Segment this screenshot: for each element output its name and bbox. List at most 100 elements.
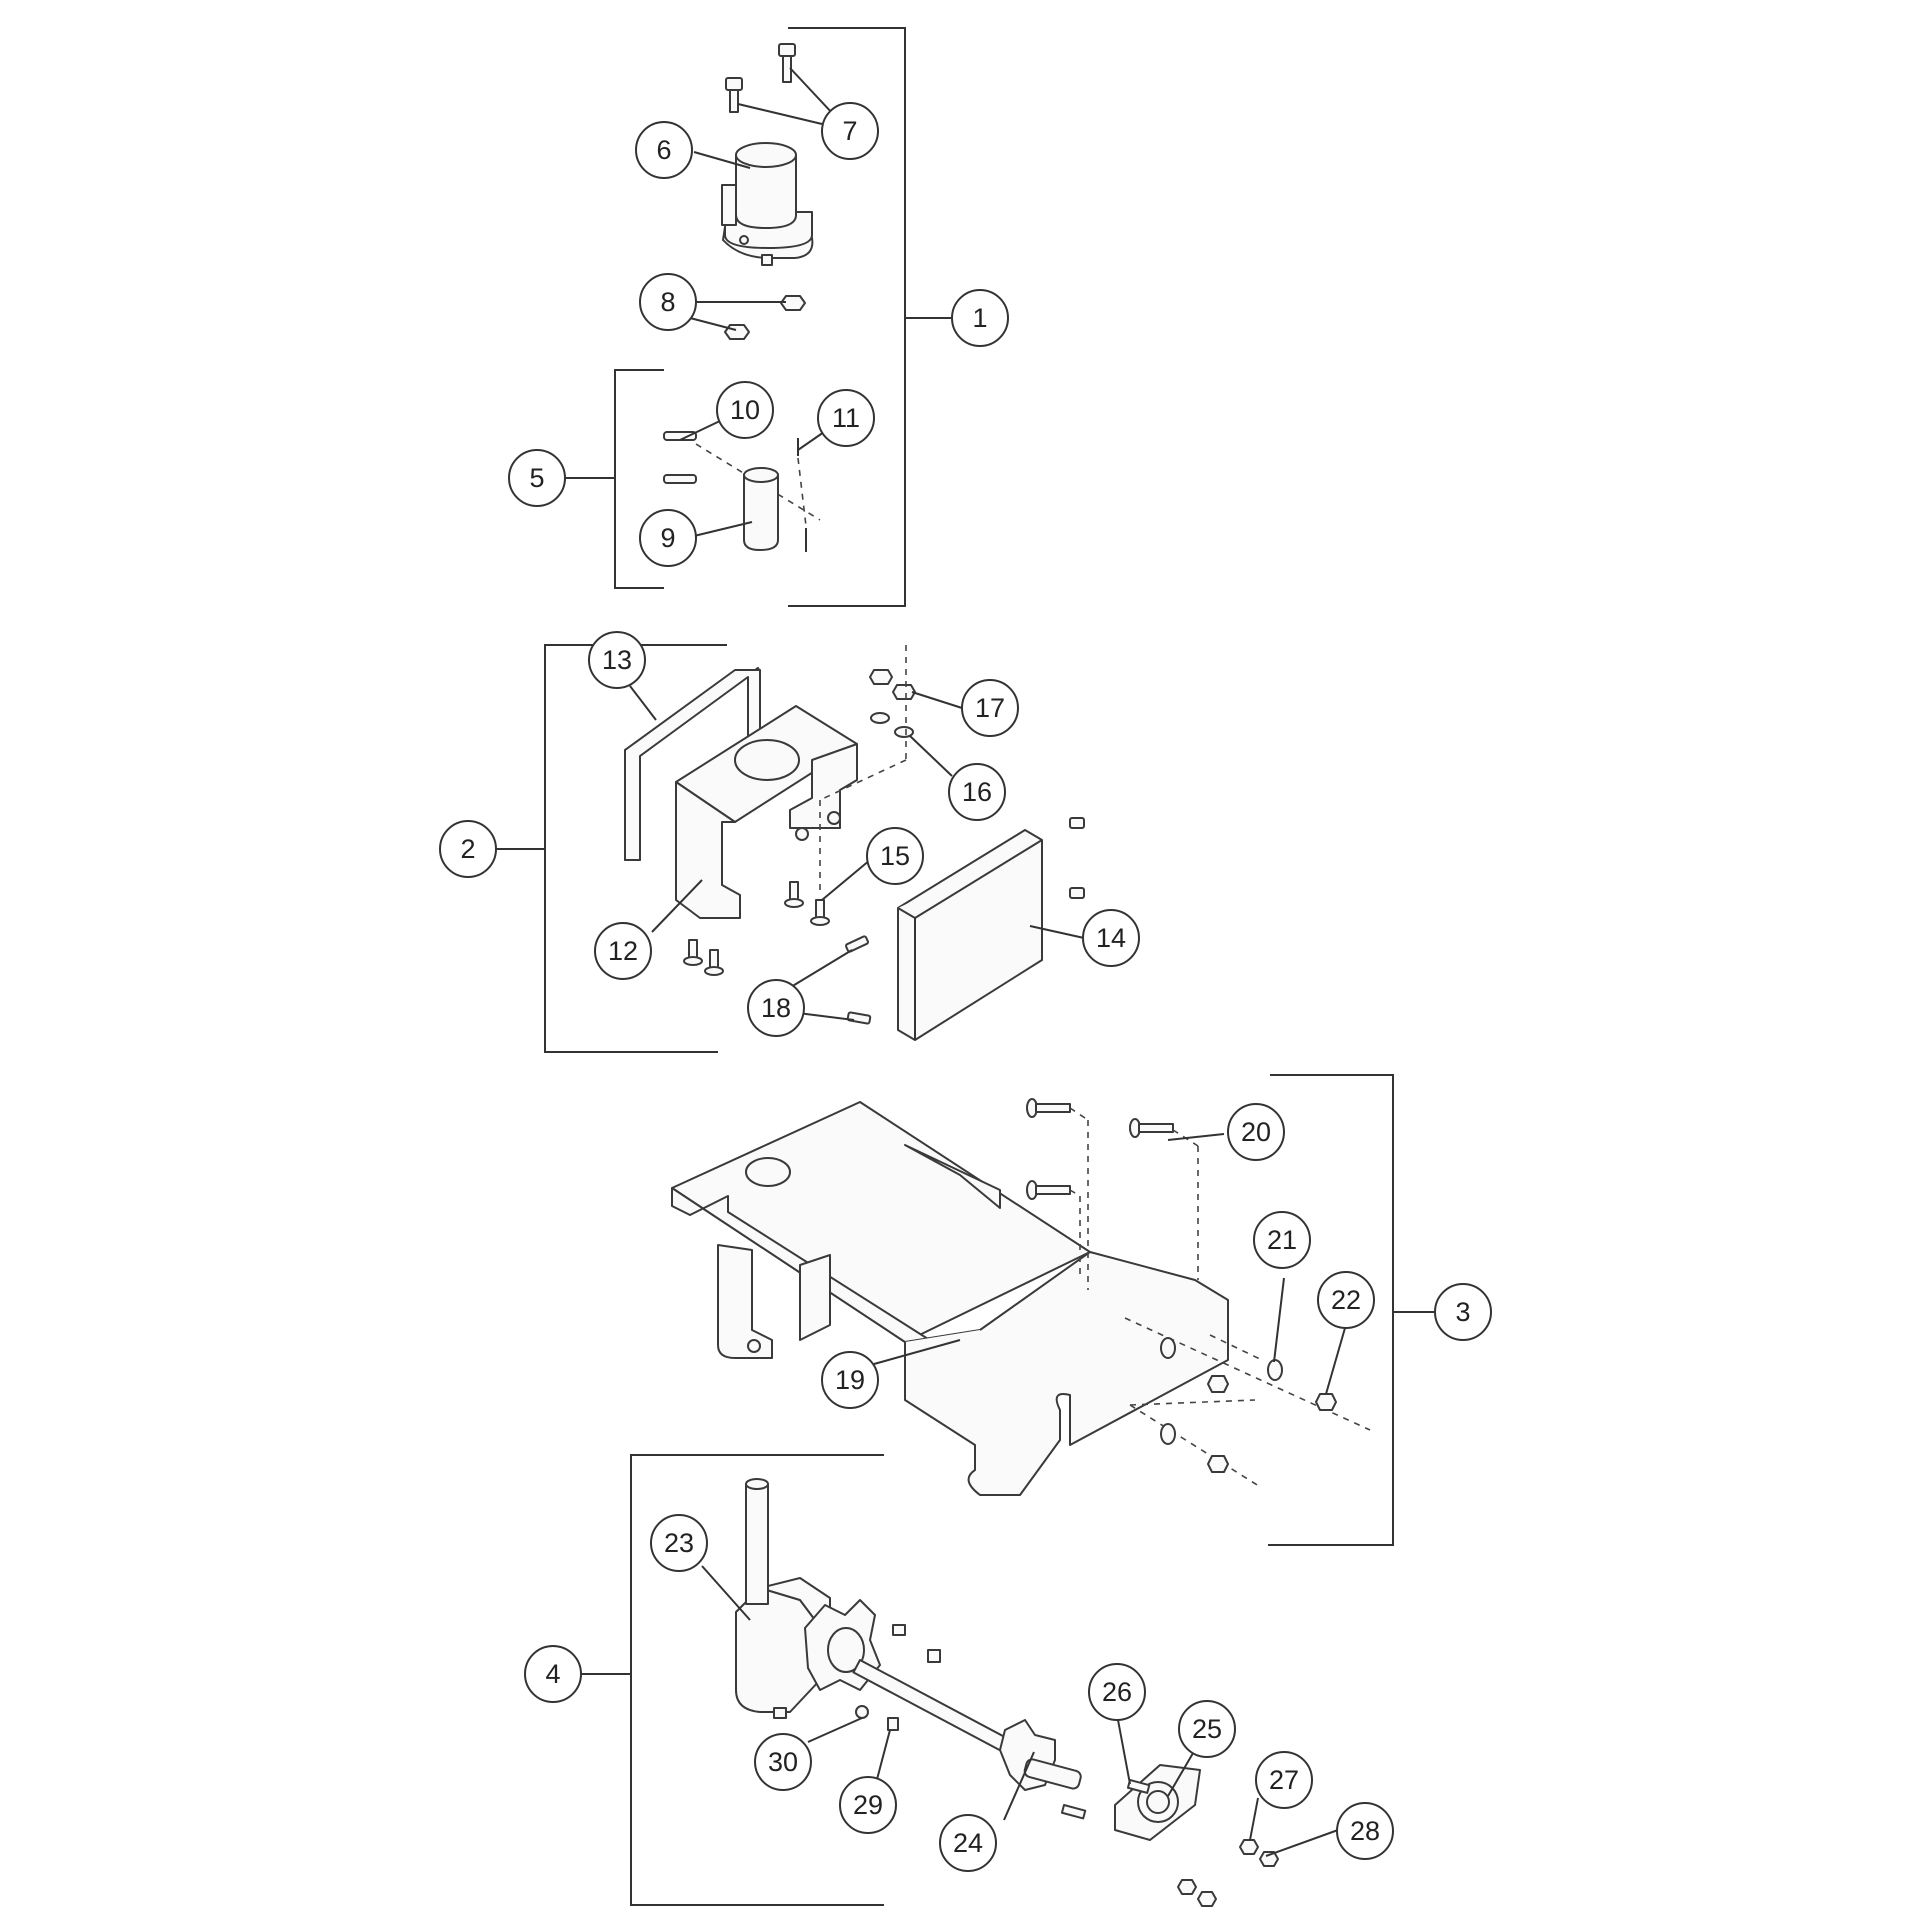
frame-assembly — [671, 1098, 1371, 1496]
callout-label: 26 — [1102, 1677, 1132, 1707]
callout-label: 27 — [1269, 1765, 1299, 1795]
frame-bolt — [1026, 1180, 1071, 1200]
callout-12: 12 — [594, 922, 652, 980]
callout-label: 8 — [660, 287, 675, 317]
callout-label: 11 — [832, 403, 860, 433]
screw — [1069, 817, 1085, 829]
callout-label: 13 — [602, 645, 632, 675]
callout-label: 2 — [460, 834, 475, 864]
cover-plate — [897, 829, 1043, 1041]
callout-20: 20 — [1227, 1103, 1285, 1161]
callout-9: 9 — [639, 509, 697, 567]
hex-nut — [1207, 1375, 1229, 1393]
coupler-sleeve — [743, 467, 779, 551]
callout-1: 1 — [951, 289, 1009, 347]
bracket-assembly-4 — [630, 1454, 884, 1906]
callout-10: 10 — [716, 381, 774, 439]
washer — [855, 1705, 869, 1719]
flange-bolt — [704, 949, 724, 976]
leader-lines — [629, 67, 1346, 1857]
callout-label: 9 — [660, 523, 675, 553]
callout-label: 10 — [730, 395, 760, 425]
callout-28: 28 — [1336, 1802, 1394, 1860]
callout-label: 29 — [853, 1790, 883, 1820]
hex-nut — [1207, 1455, 1229, 1473]
callout-label: 18 — [761, 993, 791, 1023]
callout-8: 8 — [639, 273, 697, 331]
washer — [1160, 1423, 1176, 1445]
mounting-bracket-assembly — [624, 645, 1085, 1041]
callout-2: 2 — [439, 820, 497, 878]
callout-18: 18 — [747, 979, 805, 1037]
callout-5: 5 — [508, 449, 566, 507]
callout-25: 25 — [1178, 1700, 1236, 1758]
callout-29: 29 — [839, 1776, 897, 1834]
callout-label: 30 — [768, 1747, 798, 1777]
frame-bolt — [1129, 1118, 1174, 1138]
motor-bolt — [778, 43, 796, 83]
callout-label: 7 — [842, 116, 857, 146]
coupler-pin — [663, 474, 697, 484]
motor-assembly — [721, 43, 814, 340]
hex-nut — [1259, 1851, 1279, 1867]
motor-bolt — [725, 77, 743, 113]
callout-6: 6 — [635, 121, 693, 179]
callout-11: 11 — [817, 389, 875, 447]
washer — [870, 712, 890, 724]
bracket-assembly-3 — [1268, 1074, 1394, 1546]
callout-19: 19 — [821, 1351, 879, 1409]
screw — [927, 1649, 941, 1663]
callout-label: 19 — [835, 1365, 865, 1395]
gearbox-assembly — [735, 1478, 1279, 1907]
callout-label: 22 — [1331, 1285, 1361, 1315]
callout-label: 15 — [880, 841, 910, 871]
flange-bolt — [784, 881, 804, 908]
callout-label: 20 — [1241, 1117, 1271, 1147]
callout-13: 13 — [588, 631, 646, 689]
callout-4: 4 — [524, 1645, 582, 1703]
motor — [721, 142, 814, 266]
callout-label: 14 — [1096, 923, 1126, 953]
coupler-pin — [663, 431, 697, 441]
callout-7: 7 — [821, 102, 879, 160]
callouts: 1 2 3 4 5 6 7 8 9 10 11 12 13 14 15 16 1… — [439, 102, 1492, 1872]
hex-nut — [1177, 1879, 1197, 1895]
callout-21: 21 — [1253, 1211, 1311, 1269]
washer — [1267, 1359, 1283, 1381]
hex-nut — [1197, 1891, 1217, 1907]
callout-label: 12 — [608, 936, 638, 966]
callout-label: 1 — [972, 303, 987, 333]
gearbox — [735, 1478, 831, 1719]
hex-nut — [869, 669, 893, 685]
callout-3: 3 — [1434, 1283, 1492, 1341]
callout-label: 25 — [1192, 1714, 1222, 1744]
callout-label: 21 — [1267, 1225, 1297, 1255]
washer — [1160, 1337, 1176, 1359]
hex-nut — [1315, 1393, 1337, 1411]
flange-bolt — [810, 899, 830, 926]
frame-bolt — [1026, 1098, 1071, 1118]
flange-bolt — [683, 939, 703, 966]
drive-shaft — [852, 1659, 1016, 1756]
callout-label: 4 — [545, 1659, 560, 1689]
screw — [846, 1011, 872, 1025]
callout-label: 3 — [1455, 1297, 1470, 1327]
callout-label: 28 — [1350, 1816, 1380, 1846]
callout-24: 24 — [939, 1814, 997, 1872]
callout-label: 24 — [953, 1828, 983, 1858]
hex-nut — [892, 684, 916, 700]
callout-label: 5 — [529, 463, 544, 493]
screw — [887, 1717, 899, 1731]
callout-label: 17 — [975, 693, 1005, 723]
sprocket — [999, 1719, 1082, 1791]
screw — [844, 935, 870, 953]
callout-30: 30 — [754, 1733, 812, 1791]
hex-nut — [1239, 1839, 1259, 1855]
callout-label: 16 — [962, 777, 992, 807]
callout-label: 6 — [656, 135, 671, 165]
callout-22: 22 — [1317, 1271, 1375, 1329]
screw — [1060, 1803, 1087, 1820]
washer — [894, 726, 914, 738]
callout-17: 17 — [961, 679, 1019, 737]
